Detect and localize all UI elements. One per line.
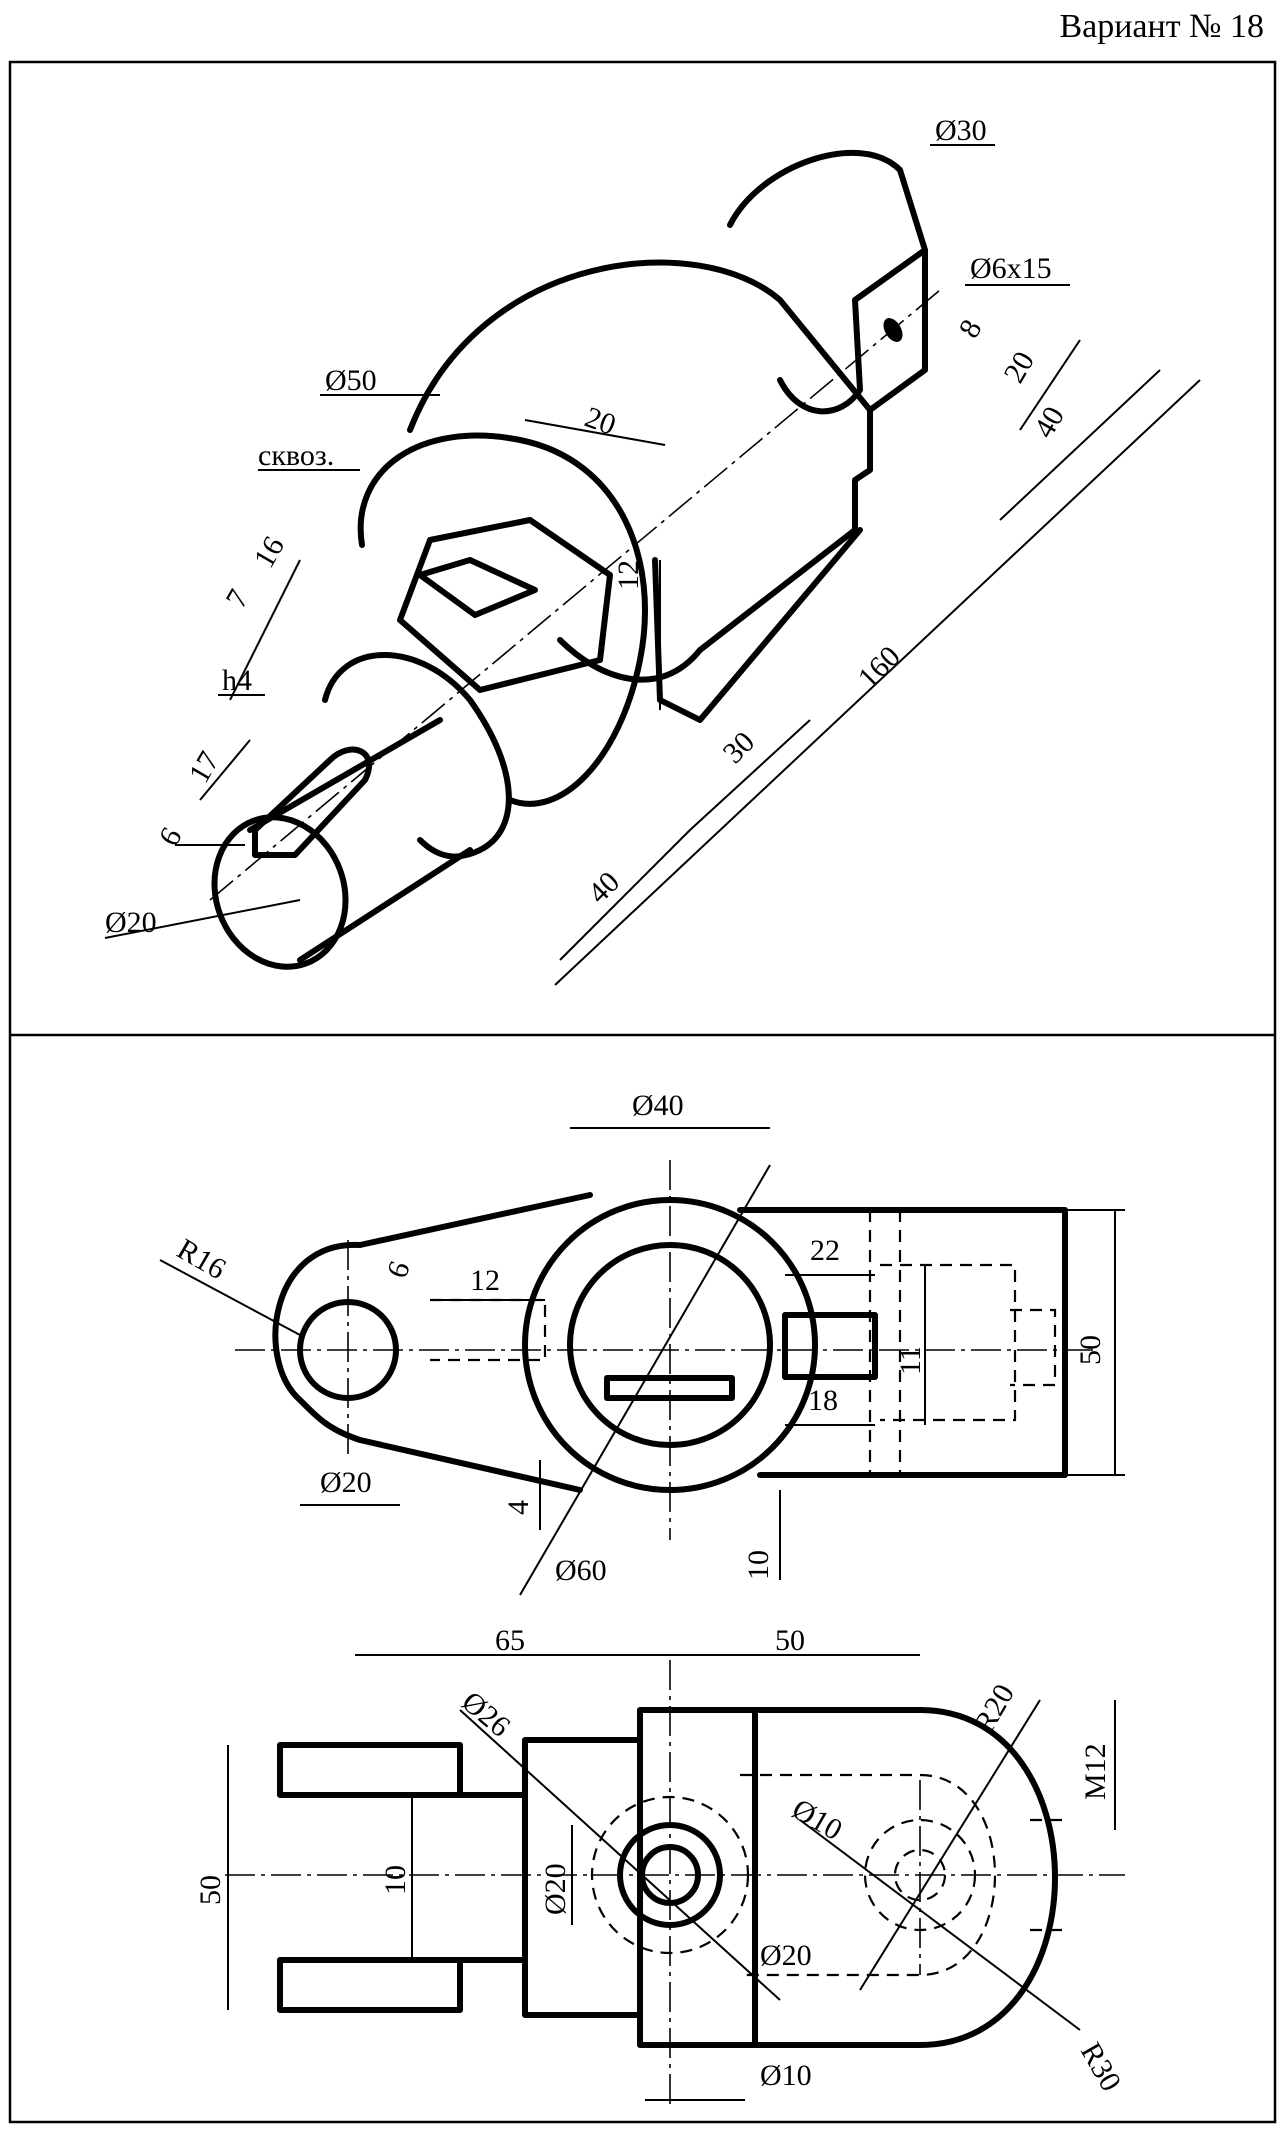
iso-label-skvoz: сквоз. <box>258 439 334 472</box>
top-label-50-left: 50 <box>194 1875 227 1905</box>
iso-label-20-rear: 20 <box>997 346 1041 388</box>
iso-shaft-top-edge <box>247 717 443 833</box>
iso-front-disc <box>357 432 648 807</box>
top-label-65: 65 <box>495 1624 525 1657</box>
sheet-frame <box>8 60 1277 2124</box>
front-label-d20: Ø20 <box>320 1466 372 1499</box>
front-hidden-pin-hole <box>1010 1308 1057 1387</box>
iso-label-30: 30 <box>717 725 762 770</box>
top-fork-lower-prong <box>277 1957 463 2013</box>
top-fork-upper-prong <box>277 1742 463 1798</box>
top-label-r30: R30 <box>1074 2037 1128 2097</box>
iso-collar <box>322 652 512 860</box>
iso-label-d20: Ø20 <box>105 906 157 939</box>
iso-square-hole <box>417 557 538 618</box>
iso-dim-16-7 <box>229 559 301 701</box>
front-label-d40: Ø40 <box>632 1089 684 1122</box>
top-label-d10-bottom: Ø10 <box>760 2059 812 2092</box>
iso-label-7: 7 <box>219 584 255 613</box>
iso-label-d6x15: Ø6x15 <box>970 252 1052 285</box>
front-hidden-square-hole <box>880 1263 1017 1422</box>
iso-label-8: 8 <box>952 314 988 343</box>
front-outline <box>272 1192 1068 1493</box>
front-label-6: 6 <box>381 1257 417 1282</box>
iso-main-cylinder <box>407 259 873 683</box>
iso-dim-160 <box>554 379 1201 986</box>
iso-rear-flat <box>867 247 928 413</box>
top-label-d26: Ø26 <box>456 1685 517 1743</box>
top-hidden-inner <box>740 1773 997 1977</box>
top-label-d20-left: Ø20 <box>539 1863 572 1915</box>
iso-shaft-end <box>211 814 349 970</box>
top-label-r20: R20 <box>967 1679 1021 1739</box>
iso-dim-20-top <box>524 419 666 446</box>
top-label-m12: M12 <box>1079 1743 1112 1800</box>
front-square-window <box>782 1312 878 1380</box>
front-label-10: 10 <box>742 1550 775 1580</box>
iso-shaft-key <box>252 746 373 858</box>
iso-square-boss <box>397 517 613 693</box>
iso-key-slot <box>652 527 863 723</box>
front-label-12: 12 <box>470 1264 500 1297</box>
top-fork-base <box>457 1792 528 1963</box>
iso-label-17: 17 <box>182 746 226 788</box>
isometric-view: Ø30 Ø6x15 8 20 40 Ø50 20 сквоз. 12 16 7 … <box>104 114 1201 986</box>
iso-dim-20-rear <box>1019 339 1081 431</box>
iso-label-h4: h4 <box>222 664 252 697</box>
top-label-d20-center: Ø20 <box>760 1939 812 1972</box>
top-leader-r20 <box>859 1699 1041 1991</box>
front-leader-r16 <box>159 1259 301 1336</box>
top-view: 65 50 Ø26 R20 M12 Ø10 50 10 Ø20 Ø20 R30 … <box>194 1624 1128 2110</box>
front-label-d60: Ø60 <box>555 1554 607 1587</box>
front-label-11: 11 <box>894 1346 927 1375</box>
iso-label-d50: Ø50 <box>325 364 377 397</box>
iso-shaft-bottom-edge <box>297 847 473 963</box>
iso-label-d30: Ø30 <box>935 114 987 147</box>
front-leader-d60 <box>519 1164 771 1596</box>
iso-label-40: 40 <box>582 865 627 910</box>
iso-dim-30 <box>689 719 811 831</box>
front-label-18: 18 <box>808 1384 838 1417</box>
top-rounded-end <box>752 1707 1058 2048</box>
front-label-22: 22 <box>810 1234 840 1267</box>
iso-label-6: 6 <box>152 822 188 851</box>
top-label-10: 10 <box>379 1865 412 1895</box>
iso-label-12: 12 <box>612 560 645 590</box>
iso-rear-cylinder <box>727 149 928 415</box>
top-label-50-top: 50 <box>775 1624 805 1657</box>
iso-label-16: 16 <box>247 531 291 573</box>
iso-dim-17 <box>199 739 251 801</box>
top-label-d10-right: Ø10 <box>787 1792 848 1846</box>
iso-label-160: 160 <box>852 640 907 695</box>
front-view: Ø40 R16 6 12 22 11 18 50 Ø20 4 Ø60 10 <box>159 1089 1125 1596</box>
iso-dim-40-rear <box>999 369 1161 521</box>
iso-center-axis <box>209 289 941 901</box>
top-leader-r30 <box>799 1819 1081 2031</box>
front-hidden-slot <box>430 1298 547 1362</box>
top-leader-d26 <box>459 1709 781 2001</box>
iso-dim-40 <box>559 829 691 961</box>
front-label-50: 50 <box>1074 1335 1107 1365</box>
iso-leader-d20 <box>104 899 301 939</box>
variant-number: Вариант № 18 <box>1059 8 1264 45</box>
front-label-4: 4 <box>502 1500 535 1515</box>
front-label-r16: R16 <box>172 1232 232 1286</box>
